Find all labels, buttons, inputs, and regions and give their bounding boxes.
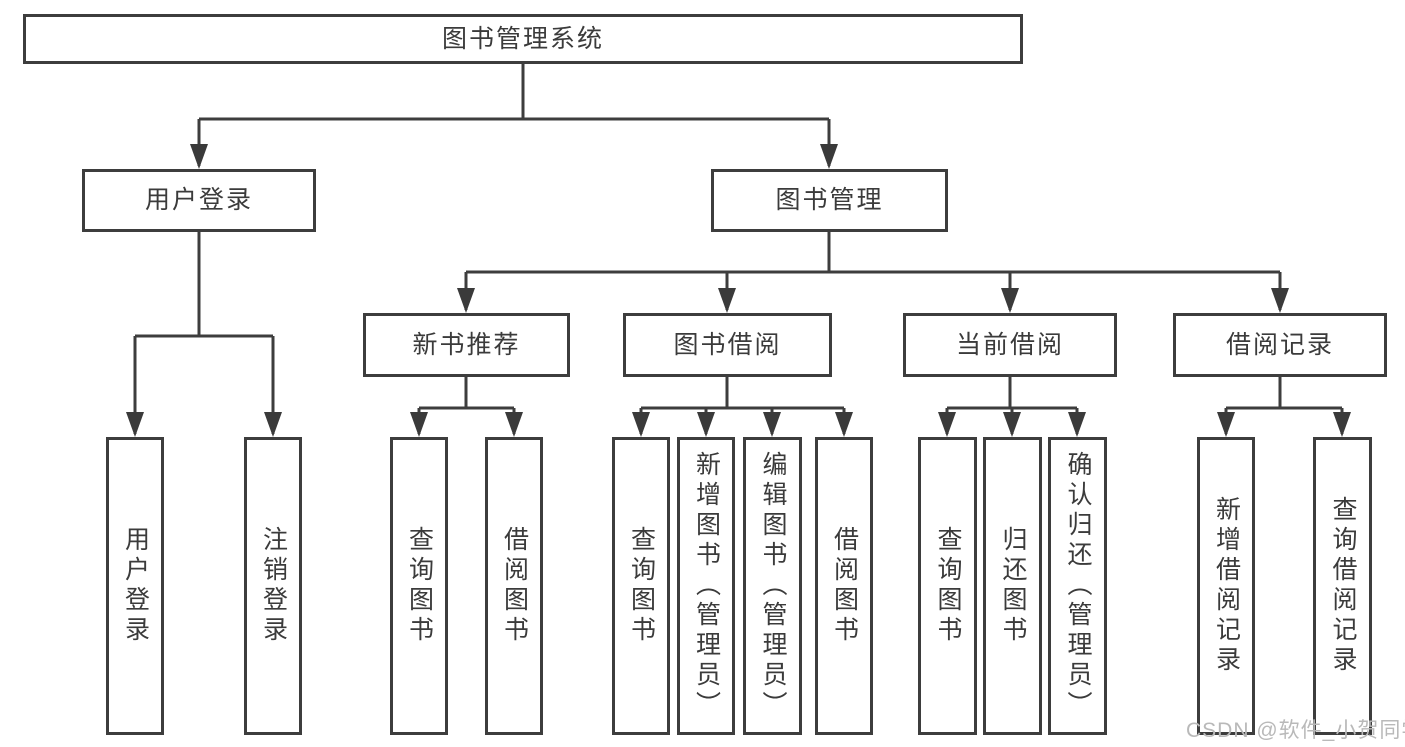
arrow-icon — [264, 412, 282, 437]
arrow-icon — [938, 412, 956, 437]
connector-book-mgmt-branch — [464, 232, 1282, 310]
connector-new-book-branch — [417, 377, 516, 434]
node-library-system: 图书管理系统 — [23, 14, 1023, 64]
csdn-watermark: CSDN @软件_小贺同学 — [1186, 719, 1405, 742]
leaf-query-books-borrowing: 查询图书 — [612, 437, 670, 735]
connector-root-trunk — [197, 64, 831, 166]
connector-user-login-branch — [133, 232, 275, 434]
leaf-edit-book-admin: 编辑图书（管理员） — [743, 437, 802, 735]
leaf-confirm-return-admin: 确认归还（管理员） — [1048, 437, 1107, 735]
arrow-icon — [718, 288, 736, 313]
arrow-icon — [1003, 412, 1021, 437]
node-current-borrowing: 当前借阅 — [903, 313, 1117, 377]
leaf-add-book-admin: 新增图书（管理员） — [677, 437, 735, 735]
arrow-icon — [190, 144, 208, 169]
arrow-icon — [697, 412, 715, 437]
leaf-borrow-books-borrowing: 借阅图书 — [815, 437, 873, 735]
arrowheads — [126, 144, 1351, 437]
leaf-user-login: 用户登录 — [106, 437, 164, 735]
arrow-icon — [820, 144, 838, 169]
connector-book-borrow-branch — [639, 377, 846, 434]
arrow-icon — [410, 412, 428, 437]
leaf-borrow-books-recommend: 借阅图书 — [485, 437, 543, 735]
leaf-query-books-current: 查询图书 — [918, 437, 977, 735]
node-new-book-recommendation: 新书推荐 — [363, 313, 570, 377]
arrow-icon — [1333, 412, 1351, 437]
node-book-management: 图书管理 — [711, 169, 948, 232]
leaf-logout: 注销登录 — [244, 437, 302, 735]
leaf-return-book: 归还图书 — [983, 437, 1042, 735]
arrow-icon — [1271, 288, 1289, 313]
arrow-icon — [835, 412, 853, 437]
arrow-icon — [505, 412, 523, 437]
node-book-borrowing: 图书借阅 — [623, 313, 832, 377]
node-borrowing-records: 借阅记录 — [1173, 313, 1387, 377]
node-user-login: 用户登录 — [82, 169, 316, 232]
arrow-icon — [457, 288, 475, 313]
leaf-query-borrow-record: 查询借阅记录 — [1313, 437, 1372, 735]
arrow-icon — [632, 412, 650, 437]
arrow-icon — [1001, 288, 1019, 313]
arrow-icon — [126, 412, 144, 437]
arrow-icon — [1217, 412, 1235, 437]
connector-borrow-record-branch — [1224, 377, 1344, 434]
arrow-icon — [763, 412, 781, 437]
leaf-query-books-recommend: 查询图书 — [390, 437, 448, 735]
arrow-icon — [1068, 412, 1086, 437]
leaf-add-borrow-record: 新增借阅记录 — [1197, 437, 1255, 735]
